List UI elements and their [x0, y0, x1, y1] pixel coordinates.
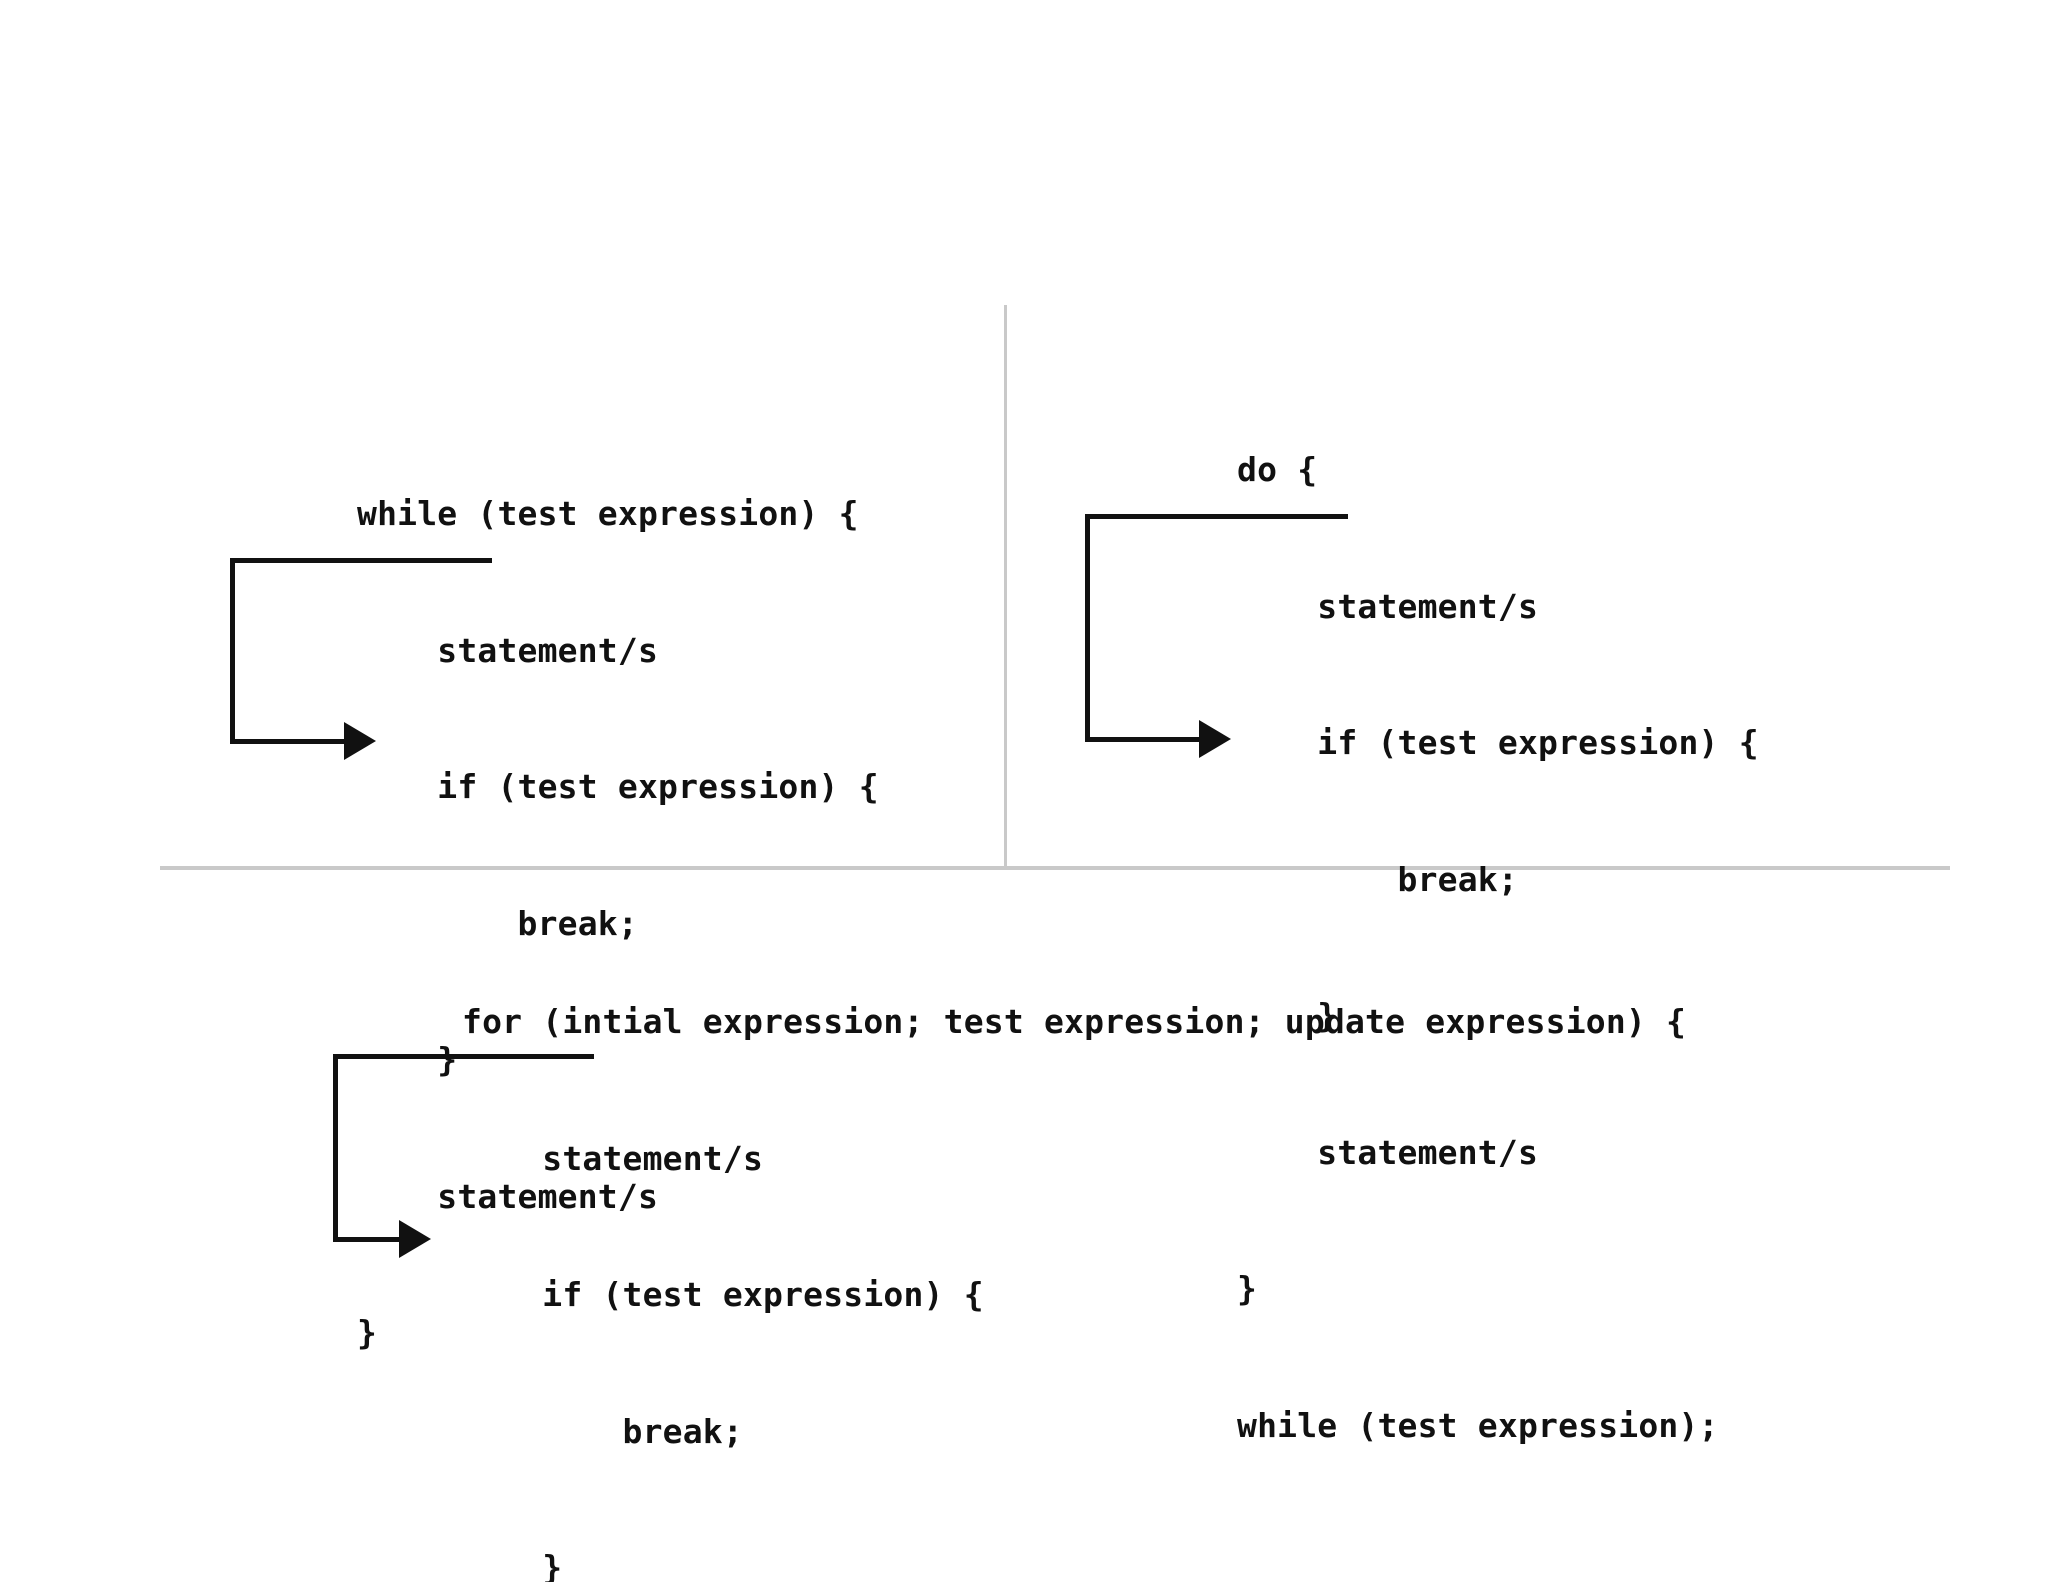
for-loop-code: for (intial expression; test expression;… — [462, 908, 1686, 1582]
dowhile-code-line: if (test expression) { — [1237, 723, 1759, 762]
arrow-head-icon — [344, 722, 376, 760]
while-loop-code: while (test expression) { statement/s if… — [357, 400, 879, 1447]
break-line-horizontal — [333, 1054, 594, 1059]
arrow-head-icon — [1199, 720, 1231, 758]
dowhile-code-line: } — [1237, 1269, 1258, 1308]
break-line-vertical — [230, 558, 235, 744]
while-code-line-break: break; — [357, 903, 638, 943]
break-line-horizontal — [230, 558, 492, 563]
dowhile-code-line: statement/s — [1237, 586, 1539, 626]
for-code-line: statement/s — [462, 1138, 764, 1178]
break-line-vertical — [333, 1054, 338, 1242]
for-code-line: } — [462, 1548, 563, 1582]
vertical-divider — [1004, 305, 1007, 868]
for-code-line: if (test expression) { — [462, 1275, 984, 1314]
break-line-horizontal — [1085, 514, 1348, 519]
break-line-exit — [1085, 737, 1211, 742]
dowhile-code-line: do { — [1237, 450, 1318, 489]
dowhile-code-line: while (test expression); — [1237, 1405, 1719, 1445]
dowhile-code-line-break: break; — [1237, 859, 1518, 899]
while-code-line: statement/s — [357, 630, 659, 670]
while-code-line: } — [357, 1040, 458, 1079]
while-code-line: } — [357, 1313, 378, 1352]
dowhile-code-line: } — [1237, 996, 1338, 1035]
for-code-line: for (intial expression; test expression;… — [462, 1002, 1687, 1041]
do-while-loop-code: do { statement/s if (test expression) { … — [1237, 356, 1759, 1539]
while-code-line: while (test expression) { — [357, 494, 859, 533]
break-line-vertical — [1085, 514, 1090, 742]
dowhile-code-line: statement/s — [1237, 1132, 1539, 1172]
break-line-exit — [333, 1237, 411, 1242]
horizontal-divider — [160, 866, 1950, 870]
break-line-exit — [230, 739, 356, 744]
while-code-line: if (test expression) { — [357, 767, 879, 806]
for-code-line-break: break; — [462, 1411, 743, 1451]
while-code-line: statement/s — [357, 1176, 659, 1216]
arrow-head-icon — [399, 1220, 431, 1258]
